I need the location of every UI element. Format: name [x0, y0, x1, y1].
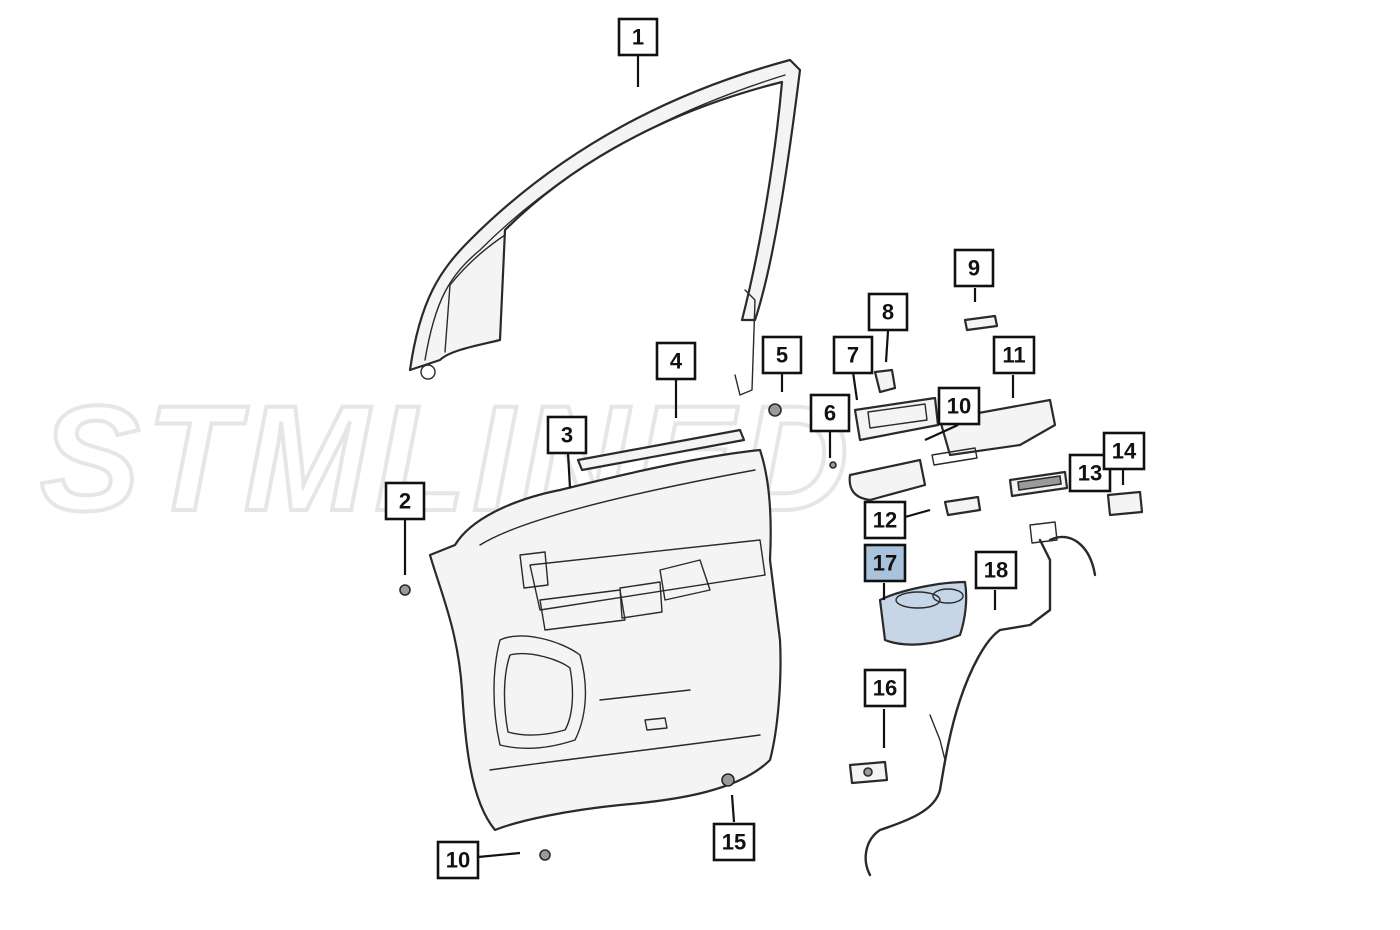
- fastener-6: [829, 461, 837, 469]
- svg-text:14: 14: [1112, 439, 1137, 464]
- small-switch-part: [848, 760, 889, 785]
- fastener-10-lower: [539, 849, 551, 861]
- svg-text:10: 10: [947, 394, 971, 419]
- door-frame-part: [408, 58, 802, 396]
- callout-10-upper: 10: [937, 386, 981, 426]
- wiring-harness-part: [864, 521, 1097, 877]
- armrest-upper-part: [931, 398, 1057, 466]
- svg-text:8: 8: [882, 300, 894, 325]
- svg-text:10: 10: [446, 848, 470, 873]
- svg-text:4: 4: [670, 349, 683, 374]
- callout-4: 4: [655, 341, 697, 381]
- svg-text:13: 13: [1078, 461, 1102, 486]
- callout-1: 1: [617, 17, 659, 57]
- switch-bezel-part: [853, 396, 940, 442]
- svg-text:3: 3: [561, 423, 573, 448]
- svg-text:2: 2: [399, 489, 411, 514]
- switch-cap-part: [873, 368, 897, 394]
- callout-2: 2: [384, 481, 426, 521]
- callout-3: 3: [546, 415, 588, 455]
- belt-molding-part: [576, 428, 746, 472]
- svg-text:12: 12: [873, 508, 897, 533]
- callout-6: 6: [809, 393, 851, 433]
- svg-text:17: 17: [873, 551, 897, 576]
- connector-part: [1106, 490, 1144, 517]
- clip-part: [963, 314, 999, 332]
- callout-12: 12: [863, 500, 907, 540]
- callout-14: 14: [1102, 431, 1146, 471]
- fastener-5: [768, 403, 782, 417]
- svg-text:5: 5: [776, 343, 788, 368]
- svg-text:16: 16: [873, 676, 897, 701]
- fasteners: [399, 403, 837, 861]
- switch-panel-part: [1008, 470, 1069, 498]
- leader-lines: [403, 55, 1125, 859]
- pull-handle-part: [848, 458, 982, 517]
- cup-holder-bin-part: [878, 580, 968, 646]
- callout-15: 15: [712, 822, 756, 862]
- fastener-2: [399, 584, 411, 596]
- callout-18: 18: [974, 550, 1018, 590]
- svg-text:7: 7: [847, 343, 859, 368]
- callout-10-lower: 10: [436, 840, 480, 880]
- callout-16: 16: [863, 668, 907, 708]
- callout-9: 9: [953, 248, 995, 288]
- callout-17: 17: [863, 543, 907, 583]
- callout-11: 11: [992, 335, 1036, 375]
- callout-5: 5: [761, 335, 803, 375]
- svg-text:18: 18: [984, 558, 1008, 583]
- svg-text:11: 11: [1002, 343, 1025, 368]
- callout-7: 7: [832, 335, 874, 375]
- svg-text:1: 1: [632, 25, 644, 50]
- svg-text:15: 15: [722, 830, 746, 855]
- callout-8: 8: [867, 292, 909, 332]
- door-trim-panel-part: [428, 448, 782, 832]
- svg-text:6: 6: [824, 401, 836, 426]
- svg-text:9: 9: [968, 256, 980, 281]
- fastener-15: [721, 773, 735, 787]
